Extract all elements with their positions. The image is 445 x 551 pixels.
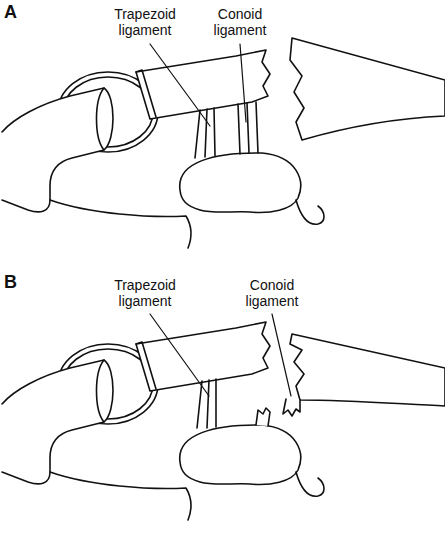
torn-conoid-ligament bbox=[283, 399, 300, 416]
panel-a bbox=[2, 38, 445, 248]
ligament-label: Trapezoid ligament bbox=[105, 6, 185, 38]
joint bbox=[2, 322, 324, 520]
ligament-label: Conoid ligament bbox=[200, 6, 280, 38]
ligament-label: Conoid ligament bbox=[234, 277, 310, 309]
trapezoid-ligament bbox=[195, 108, 215, 158]
ligament-label: Trapezoid ligament bbox=[105, 277, 185, 309]
leader-line bbox=[272, 314, 291, 396]
clavicle bbox=[290, 334, 445, 406]
joint bbox=[2, 50, 324, 248]
leader-line bbox=[150, 314, 209, 396]
trapezoid-ligament bbox=[197, 379, 216, 428]
leader-line bbox=[150, 44, 210, 126]
torn-conoid-ligament bbox=[256, 408, 270, 426]
panel-b bbox=[2, 314, 445, 520]
panel-letter: A bbox=[4, 2, 34, 22]
clavicle bbox=[290, 38, 445, 140]
conoid-ligament bbox=[238, 102, 258, 154]
leader-line bbox=[240, 44, 246, 122]
panel-letter: B bbox=[4, 272, 34, 292]
